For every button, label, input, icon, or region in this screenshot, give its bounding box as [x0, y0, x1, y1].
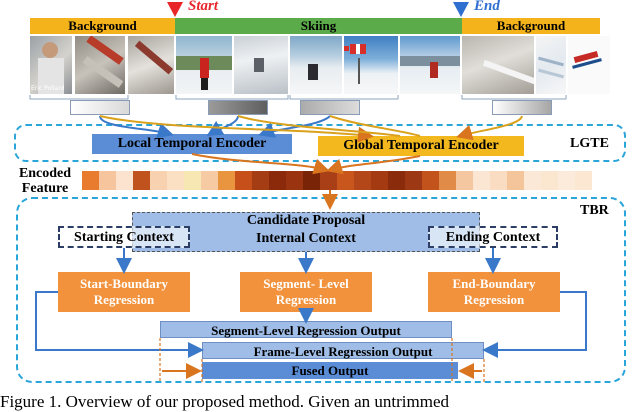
feature-cell	[82, 171, 100, 190]
end-marker-label: End	[474, 0, 500, 14]
tbr-module	[16, 197, 626, 383]
start-boundary-line1: Start-Boundary	[79, 276, 169, 291]
video-frame-10	[536, 36, 566, 94]
feature-cell	[388, 171, 406, 190]
encoded-feature-label-line1: Encoded	[18, 166, 72, 181]
frame-feature-bar-2	[208, 100, 268, 115]
feature-cell	[167, 171, 185, 190]
frame-feature-bar-3	[300, 100, 360, 115]
feature-cell	[116, 171, 134, 190]
segment-level-regression: Segment- Level Regression	[240, 272, 372, 312]
feature-cell	[439, 171, 457, 190]
segment-level-output-bar: Segment-Level Regression Output	[160, 321, 452, 338]
encoded-feature-label-line2: Feature	[21, 181, 69, 196]
video-frame-4	[176, 36, 232, 94]
feature-cell	[354, 171, 372, 190]
candidate-proposal-box	[132, 212, 480, 252]
lgte-label: LGTE	[570, 136, 609, 151]
start-boundary-regression: Start-Boundary Regression	[58, 272, 190, 312]
feature-cell	[286, 171, 304, 190]
feature-cell	[252, 171, 270, 190]
fused-output-bar: Fused Output	[202, 362, 458, 379]
video-frame-3	[128, 36, 174, 94]
feature-cell	[422, 171, 440, 190]
feature-cell	[490, 171, 508, 190]
end-boundary-line1: End-Boundary	[452, 276, 536, 291]
frame-feature-bar-1	[70, 100, 130, 115]
timeline-segment-background-left: Background	[30, 18, 175, 34]
frame-watermark: Eric Pollard	[31, 85, 65, 92]
feature-cell	[218, 171, 236, 190]
feature-cell	[184, 171, 202, 190]
feature-cell	[337, 171, 355, 190]
start-marker-label: Start	[188, 0, 219, 14]
feature-cell	[575, 171, 592, 190]
end-boundary-line2: Regression	[463, 292, 525, 307]
feature-cell	[558, 171, 576, 190]
video-frame-1: Eric Pollard	[30, 36, 72, 94]
feature-cell	[456, 171, 474, 190]
candidate-proposal-label: Candidate Proposal	[246, 213, 366, 228]
local-temporal-encoder: Local Temporal Encoder	[92, 134, 292, 154]
internal-context-label: Internal Context	[256, 231, 356, 246]
feature-cell	[371, 171, 389, 190]
feature-cell	[303, 171, 321, 190]
start-marker-icon	[167, 2, 183, 17]
starting-context-box: Starting Context	[58, 226, 190, 248]
timeline-segment-skiing: Skiing	[175, 18, 462, 34]
feature-cell	[99, 171, 117, 190]
feature-cell	[150, 171, 168, 190]
encoded-feature-strip	[82, 171, 592, 190]
tbr-label: TBR	[580, 203, 609, 218]
feature-cell	[507, 171, 525, 190]
ending-context-box: Ending Context	[428, 226, 558, 248]
video-frame-6	[290, 36, 342, 94]
video-frame-9	[462, 36, 534, 94]
video-frame-5	[234, 36, 288, 94]
segment-level-line2: Regression	[275, 292, 337, 307]
feature-cell	[201, 171, 219, 190]
global-temporal-encoder: Global Temporal Encoder	[318, 136, 524, 156]
video-frame-7	[344, 36, 398, 94]
feature-cell	[541, 171, 559, 190]
video-frame-2	[75, 36, 125, 94]
segment-level-line1: Segment- Level	[263, 276, 349, 291]
feature-cell	[405, 171, 423, 190]
frame-level-output-bar: Frame-Level Regression Output	[202, 342, 484, 359]
feature-cell	[473, 171, 491, 190]
timeline-segment-background-right: Background	[462, 18, 600, 34]
timeline-bar: Background Skiing Background	[30, 18, 600, 34]
feature-cell	[133, 171, 151, 190]
video-frame-11	[568, 36, 610, 94]
end-marker-icon	[453, 2, 469, 17]
figure-caption: Figure 1. Overview of our proposed metho…	[0, 392, 449, 411]
end-boundary-regression: End-Boundary Regression	[428, 272, 560, 312]
feature-cell	[235, 171, 253, 190]
encoded-feature-label: Encoded Feature	[12, 166, 78, 196]
frame-feature-bar-4	[492, 100, 552, 115]
start-boundary-line2: Regression	[93, 292, 155, 307]
feature-cell	[524, 171, 542, 190]
video-frame-8	[400, 36, 460, 94]
feature-cell	[320, 171, 338, 190]
feature-cell	[269, 171, 287, 190]
